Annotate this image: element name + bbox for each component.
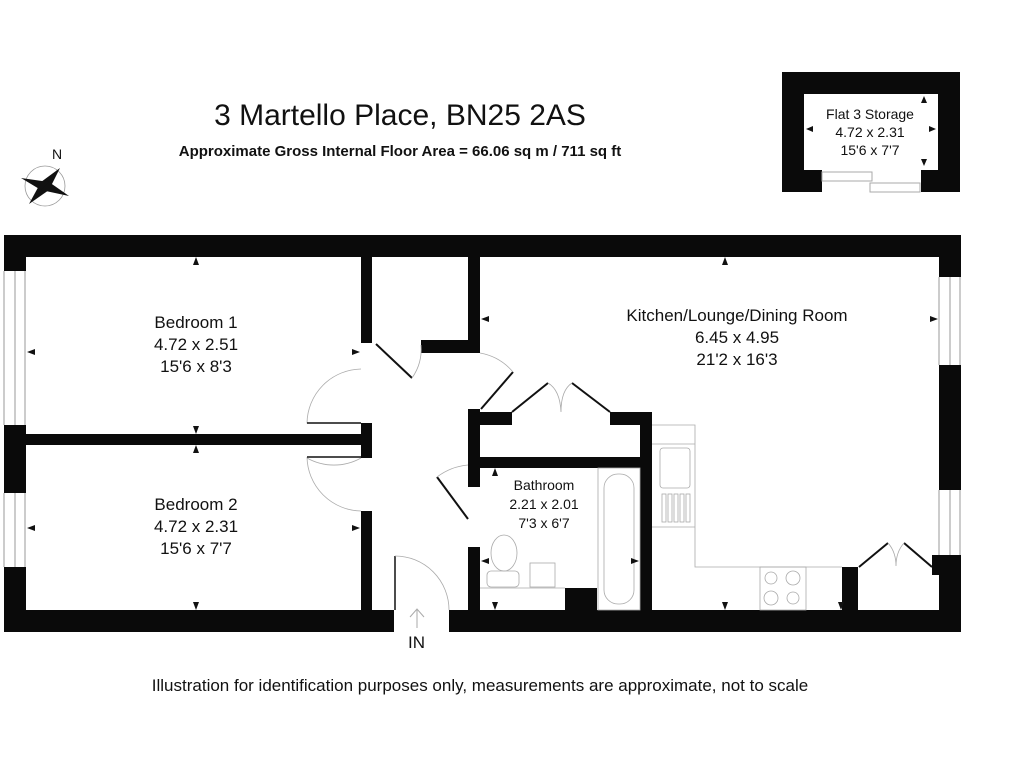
storage-imperial: 15'6 x 7'7 (840, 142, 900, 158)
disclaimer-text: Illustration for identification purposes… (151, 676, 809, 695)
page-title: 3 Martello Place, BN25 2AS (214, 99, 586, 132)
windows (3, 271, 961, 567)
entrance-label: IN (408, 633, 425, 652)
room-imperial: 7'3 x 6'7 (518, 515, 570, 531)
room-imperial: 15'6 x 7'7 (160, 539, 232, 558)
walls (4, 235, 961, 632)
room-label-bedroom-1: Bedroom 1 4.72 x 2.51 15'6 x 8'3 (96, 312, 296, 378)
room-imperial: 15'6 x 8'3 (160, 357, 232, 376)
room-label-bedroom-2: Bedroom 2 4.72 x 2.31 15'6 x 7'7 (96, 494, 296, 560)
room-name: Bedroom 1 (154, 313, 238, 332)
room-name: Bedroom 2 (154, 495, 238, 514)
room-imperial: 21'2 x 16'3 (696, 350, 778, 369)
room-label-bathroom: Bathroom 2.21 x 2.01 7'3 x 6'7 (484, 476, 604, 533)
room-label-kitchen-lounge-dining: Kitchen/Lounge/Dining Room 6.45 x 4.95 2… (587, 305, 887, 371)
room-name: Kitchen/Lounge/Dining Room (626, 306, 848, 325)
storage-metric: 4.72 x 2.31 (835, 124, 905, 140)
room-metric: 4.72 x 2.51 (153, 335, 239, 354)
room-name: Bathroom (513, 477, 575, 493)
doors (306, 343, 933, 611)
storage-label: Flat 3 Storage 4.72 x 2.31 15'6 x 7'7 (800, 105, 940, 159)
entrance-arrow-icon (409, 608, 425, 628)
storage-name: Flat 3 Storage (826, 106, 914, 122)
room-metric: 4.72 x 2.31 (153, 517, 239, 536)
storage-unit (782, 72, 960, 193)
bathroom-fixtures (480, 467, 641, 611)
compass-rose-icon (21, 165, 69, 207)
kitchen-fixtures (652, 424, 842, 611)
room-metric: 6.45 x 4.95 (694, 328, 780, 347)
compass-north-label: N (52, 146, 63, 162)
floor-area-subtitle: Approximate Gross Internal Floor Area = … (178, 143, 622, 160)
room-metric: 2.21 x 2.01 (509, 496, 579, 512)
